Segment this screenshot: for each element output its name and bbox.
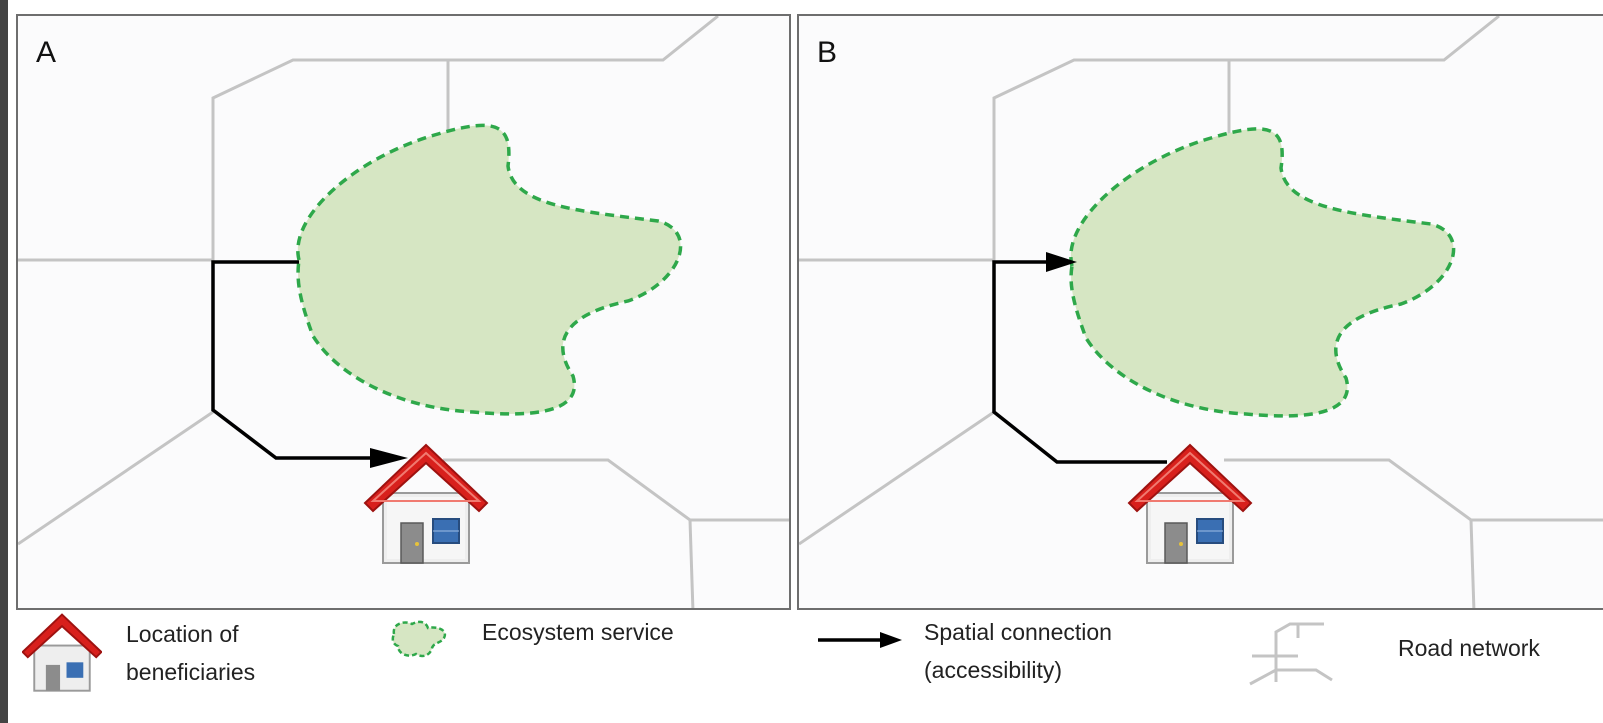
- figure: A: [8, 0, 1603, 723]
- panel-a: A: [16, 14, 791, 610]
- legend-label-connection-2: (accessibility): [924, 657, 1063, 683]
- arrow-icon: [818, 632, 902, 648]
- house-icon: [22, 613, 102, 692]
- beneficiary-house-b: [1127, 443, 1253, 564]
- ecosystem-service-area: [1069, 127, 1456, 418]
- legend-label-beneficiaries-1: Location of: [126, 621, 239, 647]
- legend-label-roads: Road network: [1398, 635, 1540, 661]
- map-b: [799, 16, 1603, 608]
- connection-arrowhead: [1046, 252, 1077, 272]
- spatial-connection: [992, 260, 1167, 464]
- legend-label-connection-1: Spatial connection: [924, 619, 1112, 645]
- road-network-icon: [1249, 622, 1333, 686]
- ecosystem-service-area: [296, 123, 683, 416]
- legend-label-beneficiaries-2: beneficiaries: [126, 659, 256, 685]
- spatial-connection: [211, 260, 378, 460]
- legend-label-ecosystem: Ecosystem service: [482, 619, 674, 645]
- panel-label-b: B: [817, 36, 838, 69]
- map-a: [18, 16, 789, 608]
- beneficiary-house-a: [363, 443, 489, 564]
- panel-b: B: [797, 14, 1603, 610]
- panel-label-a: A: [36, 36, 57, 69]
- dashed-blob-icon: [391, 620, 447, 658]
- connection-arrowhead: [370, 448, 408, 468]
